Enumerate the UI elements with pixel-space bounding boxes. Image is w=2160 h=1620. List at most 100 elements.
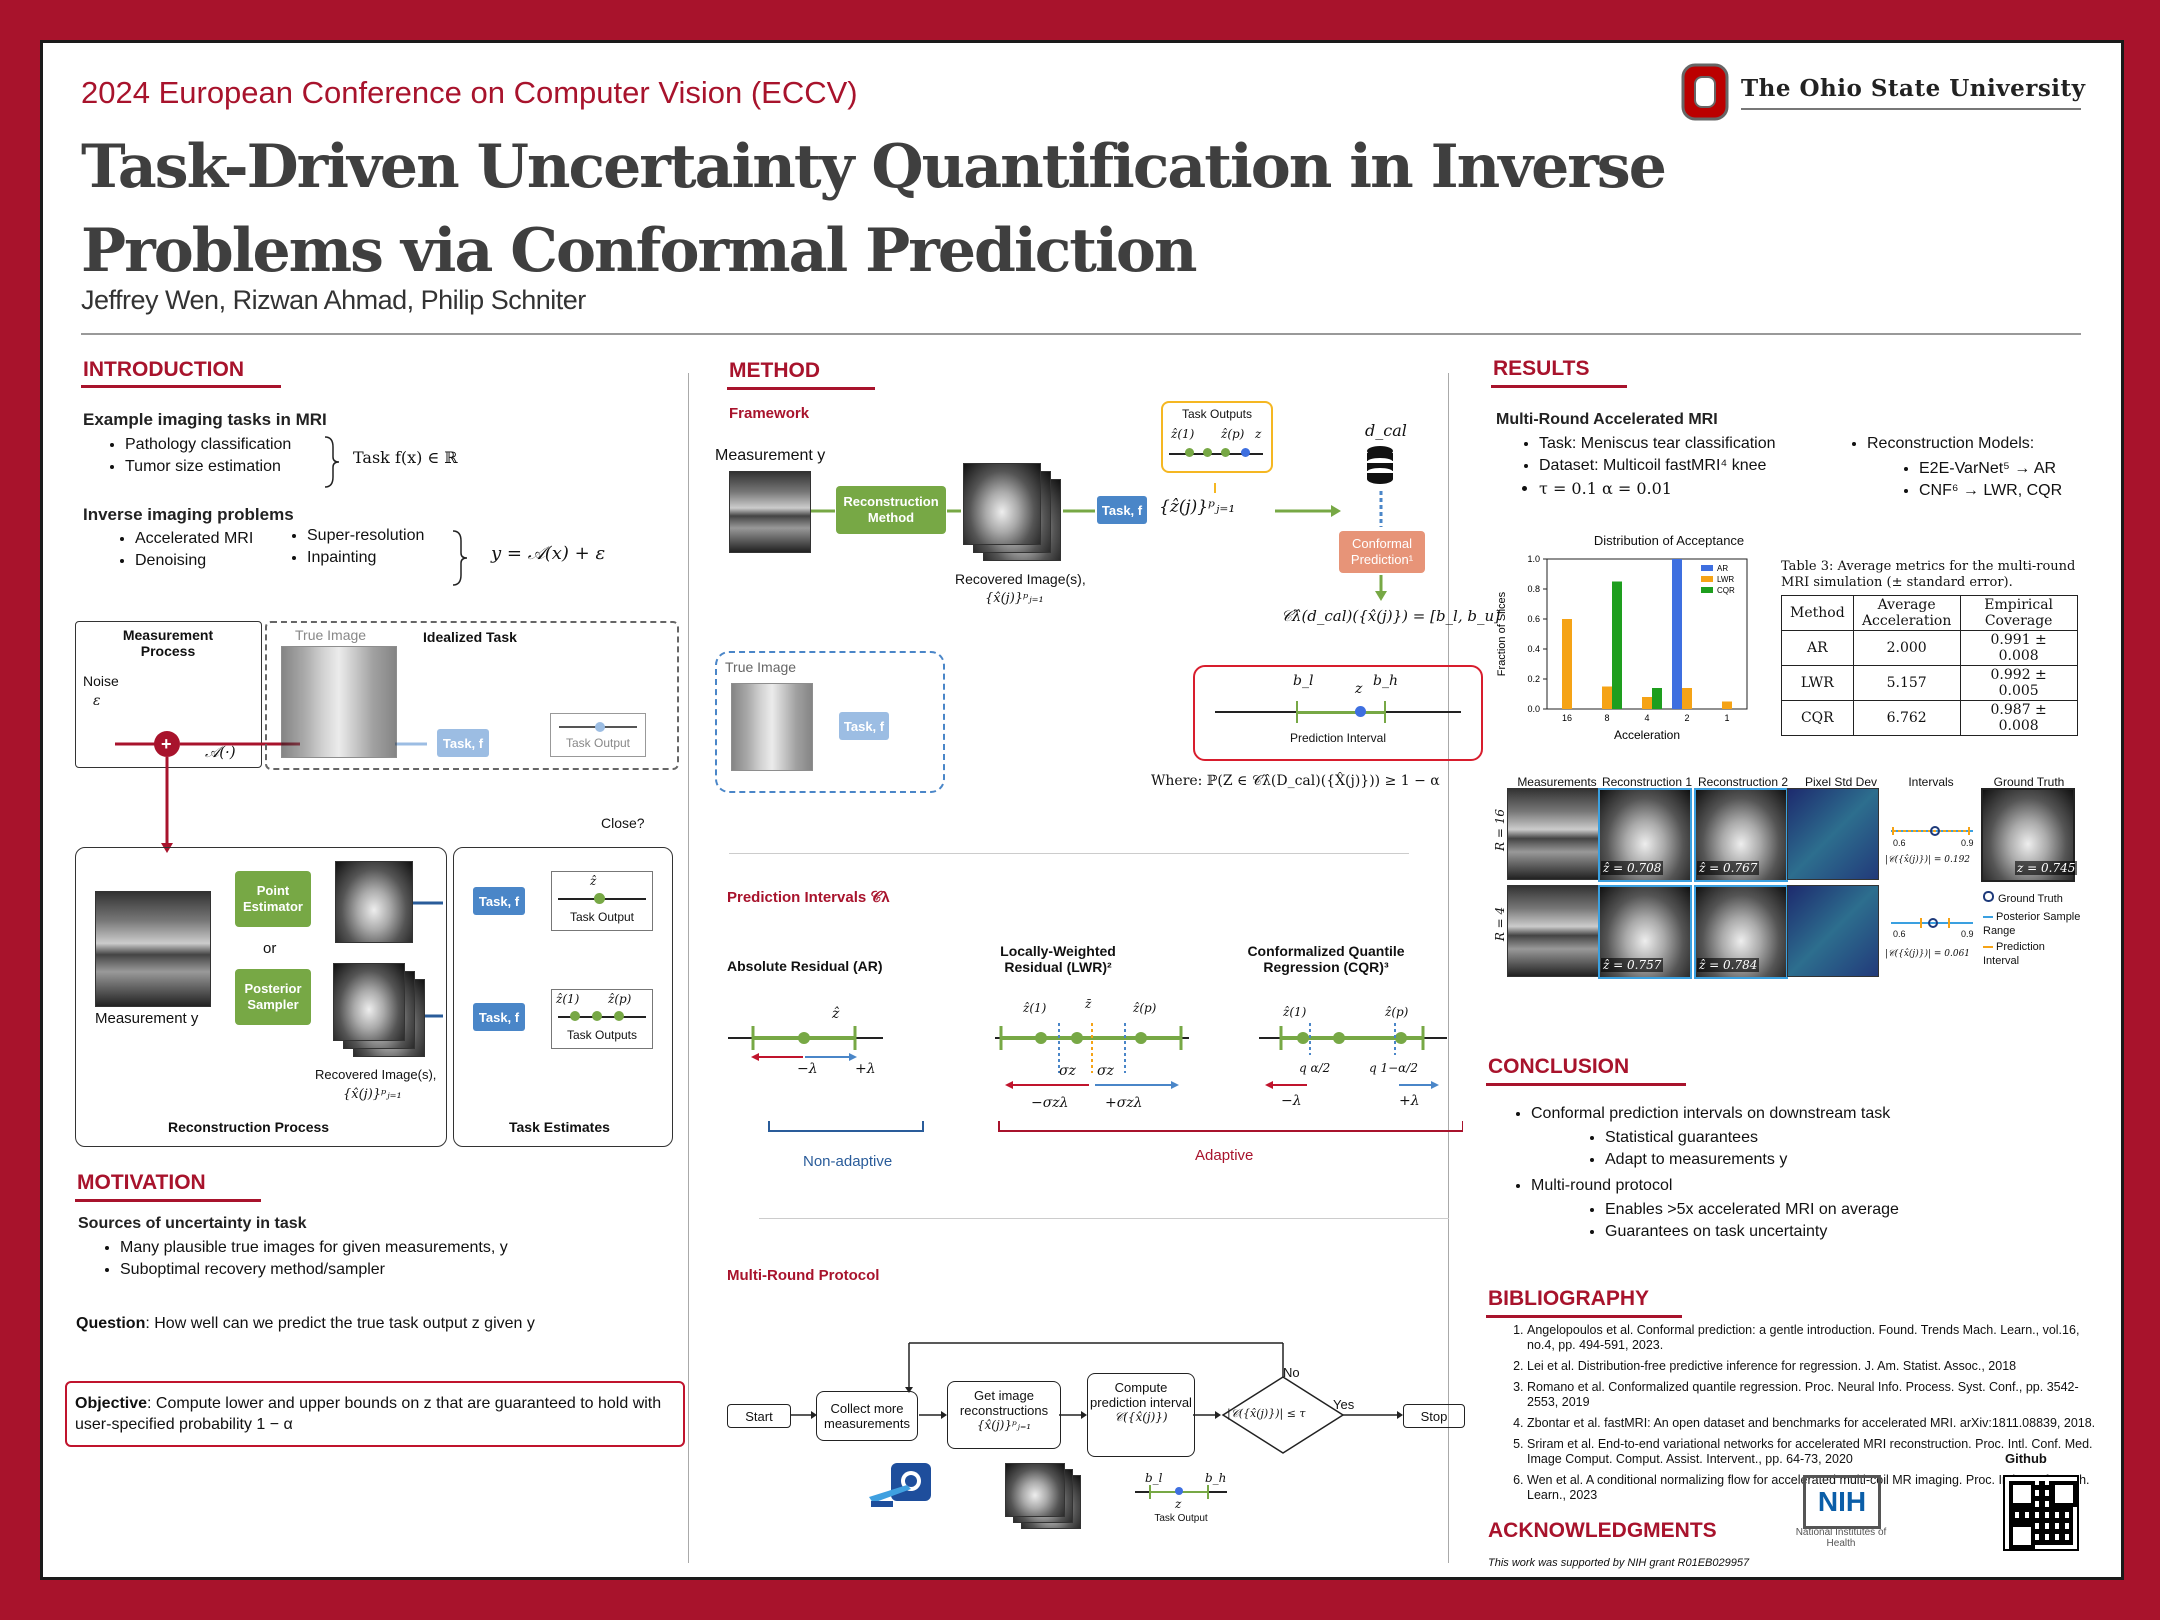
question-text: : How well can we predict the true task …	[145, 1315, 535, 1332]
list-item: Guarantees on task uncertainty	[1605, 1223, 1899, 1241]
recon-node-set: {x̂(j)}ᵖⱼ₌₁	[976, 1418, 1032, 1432]
cqr-q-hi-label: q 1−α/2	[1369, 1061, 1418, 1075]
b-h-label: b_h	[1373, 673, 1398, 689]
legend-label: Posterior Sample Range	[1983, 911, 2081, 937]
legend-label: Ground Truth	[1998, 893, 2063, 905]
list-item: Angelopoulos et al. Conformal prediction…	[1527, 1323, 2097, 1353]
compute-node-label: Compute prediction interval	[1090, 1380, 1192, 1410]
brace-icon	[324, 436, 340, 488]
zp-label: ẑ(p)	[608, 992, 632, 1006]
table-header: Empirical Coverage	[1959, 595, 2078, 631]
z-hat-label: ẑ	[590, 874, 597, 888]
list-item: Many plausible true images for given mea…	[120, 1239, 508, 1257]
y-tick-label: 0.6	[1527, 614, 1540, 624]
list-item: Statistical guarantees	[1605, 1129, 1787, 1147]
flow-z: z	[1175, 1497, 1182, 1511]
measurement-y-label: Measurement y	[95, 1010, 199, 1027]
legend-ground-truth: Ground Truth	[1983, 891, 2083, 906]
list-item: Sriram et al. End-to-end variational net…	[1527, 1437, 2097, 1467]
flow-task-output-label: Task Output	[1154, 1513, 1208, 1524]
recon-node: Get image reconstructions {x̂(j)}ᵖⱼ₌₁	[947, 1381, 1061, 1449]
grid-tick-hi-r4: 0.9	[1961, 929, 1974, 939]
grid-meas-r16	[1507, 788, 1599, 880]
cqr-minus-label: −λ	[1281, 1093, 1302, 1109]
x-tick-label: 16	[1562, 713, 1572, 723]
introduction-underline	[81, 385, 281, 388]
table-header-row: Method Average Acceleration Empirical Co…	[1781, 595, 2078, 631]
framework-true-task-button: Task, f	[839, 712, 889, 740]
results-underline	[1491, 385, 1627, 388]
task-outputs-box: Task Outputs ẑ(1) ẑ(p) z	[1161, 401, 1273, 473]
inverse-heading: Inverse imaging problems	[83, 505, 294, 524]
table-cell: AR	[1781, 630, 1854, 666]
mri-scanner-icon	[869, 1463, 931, 1507]
flowchart-arrows	[791, 1342, 1403, 1454]
table-cell: CQR	[1781, 700, 1854, 736]
task-estimates-box	[453, 847, 673, 1147]
compute-node: Compute prediction interval 𝒞({x̂(j)})	[1087, 1373, 1195, 1457]
measurement-process-label: Measurement Process	[122, 627, 214, 659]
x-tick-label: 1	[1724, 713, 1729, 723]
bar-lwr	[1602, 686, 1612, 709]
task-outputs-box: ẑ(1) ẑ(p) Task Outputs	[551, 989, 653, 1049]
sources-list: Many plausible true images for given mea…	[98, 1239, 508, 1283]
legend-posterior: Posterior Sample Range	[1983, 910, 2083, 938]
list-item: Multi-round protocol	[1531, 1177, 1672, 1195]
column-divider-1	[688, 373, 689, 1563]
point-estimator-box: Point Estimator	[235, 871, 311, 927]
grid-rec1-r4-label: ẑ = 0.757	[1601, 958, 1664, 972]
list-item: Reconstruction Models:	[1867, 435, 2034, 453]
legend-swatch	[1701, 565, 1713, 571]
task-output-label: Task Output	[569, 910, 635, 924]
bibliography-list: Angelopoulos et al. Conformal prediction…	[1503, 1323, 2097, 1509]
y-tick-label: 1.0	[1527, 554, 1540, 564]
chart-title: Distribution of Acceptance	[1593, 533, 1745, 548]
cqr-q-lo-label: q α/2	[1299, 1061, 1331, 1075]
non-adaptive-label: Non-adaptive	[803, 1153, 893, 1170]
objective-text: : Compute lower and upper bounds on z th…	[75, 1395, 662, 1433]
task-formula: Task f(x) ∈ ℝ	[353, 448, 458, 467]
sample-image-1	[333, 963, 405, 1041]
zp-label: ẑ(p)	[1221, 427, 1245, 441]
svg-text:+: +	[161, 734, 172, 754]
legend-interval: Prediction Interval	[1983, 940, 2083, 968]
acknowledgments-heading: ACKNOWLEDGMENTS	[1488, 1519, 1717, 1542]
results-bullets-right-sub: E2E-VarNet⁵ → AR CNF⁶ → LWR, CQR	[1897, 460, 2062, 504]
where-formula: Where: ℙ(Z ∈ 𝒞λ̂(D_cal)({X̂(j)})) ≥ 1 − …	[1151, 773, 1440, 789]
start-node: Start	[727, 1404, 791, 1428]
bar-lwr	[1682, 688, 1692, 709]
prediction-intervals-heading: Prediction Intervals 𝒞λ	[727, 889, 890, 906]
list-item: Conformal prediction intervals on downst…	[1531, 1105, 1890, 1123]
bar-cqr	[1612, 581, 1622, 709]
prediction-interval-box: b_l z b_h Prediction Interval	[1193, 665, 1483, 761]
b-l-label: b_l	[1293, 673, 1314, 689]
table-cell: 6.762	[1852, 700, 1961, 736]
authors: Jeffrey Wen, Rizwan Ahmad, Philip Schnit…	[81, 285, 586, 315]
legend-swatch	[1701, 576, 1713, 582]
legend-entry: LWR	[1717, 575, 1734, 584]
interval-formula: 𝒞λ̂(d_cal)({x̂(j)}) = [b_l, b_u]	[1281, 607, 1501, 625]
cqr-zp-label: ẑ(p)	[1385, 1005, 1409, 1019]
epsilon-label: ε	[93, 693, 101, 709]
list-item: Enables >5x accelerated MRI on average	[1605, 1201, 1899, 1219]
osu-block-o-logo	[1681, 63, 1729, 126]
framework-true-image-label: True Image	[725, 659, 797, 675]
list-item: Accelerated MRI	[135, 530, 253, 548]
list-item: Lei et al. Distribution-free predictive …	[1527, 1359, 2097, 1374]
results-bullets-left: Task: Meniscus tear classification Datas…	[1517, 435, 1776, 502]
objective-box: Objective: Compute lower and upper bound…	[65, 1381, 685, 1447]
conclusion-list-2: Multi-round protocol	[1509, 1177, 1672, 1199]
grid-width-r4: |𝒞({x̂(j)})| = 0.061	[1885, 949, 1971, 959]
grid-col-rec1: Reconstruction 1	[1601, 775, 1693, 789]
results-sub: Multi-Round Accelerated MRI	[1496, 411, 1718, 428]
grid-std-r16	[1787, 788, 1879, 880]
github-qr-code[interactable]	[2003, 1475, 2079, 1551]
results-table: Method Average Acceleration Empirical Co…	[1781, 595, 2078, 736]
table-header: Average Acceleration	[1852, 595, 1961, 631]
tasks-heading: Example imaging tasks in MRI	[83, 410, 327, 429]
conference-name: 2024 European Conference on Computer Vis…	[81, 75, 858, 110]
tasks-list: Pathology classification Tumor size esti…	[103, 436, 291, 480]
posterior-sampler-box: Posterior Sampler	[235, 969, 311, 1025]
cqr-plus-label: +λ	[1399, 1093, 1420, 1109]
objective-label: Objective	[75, 1395, 148, 1412]
